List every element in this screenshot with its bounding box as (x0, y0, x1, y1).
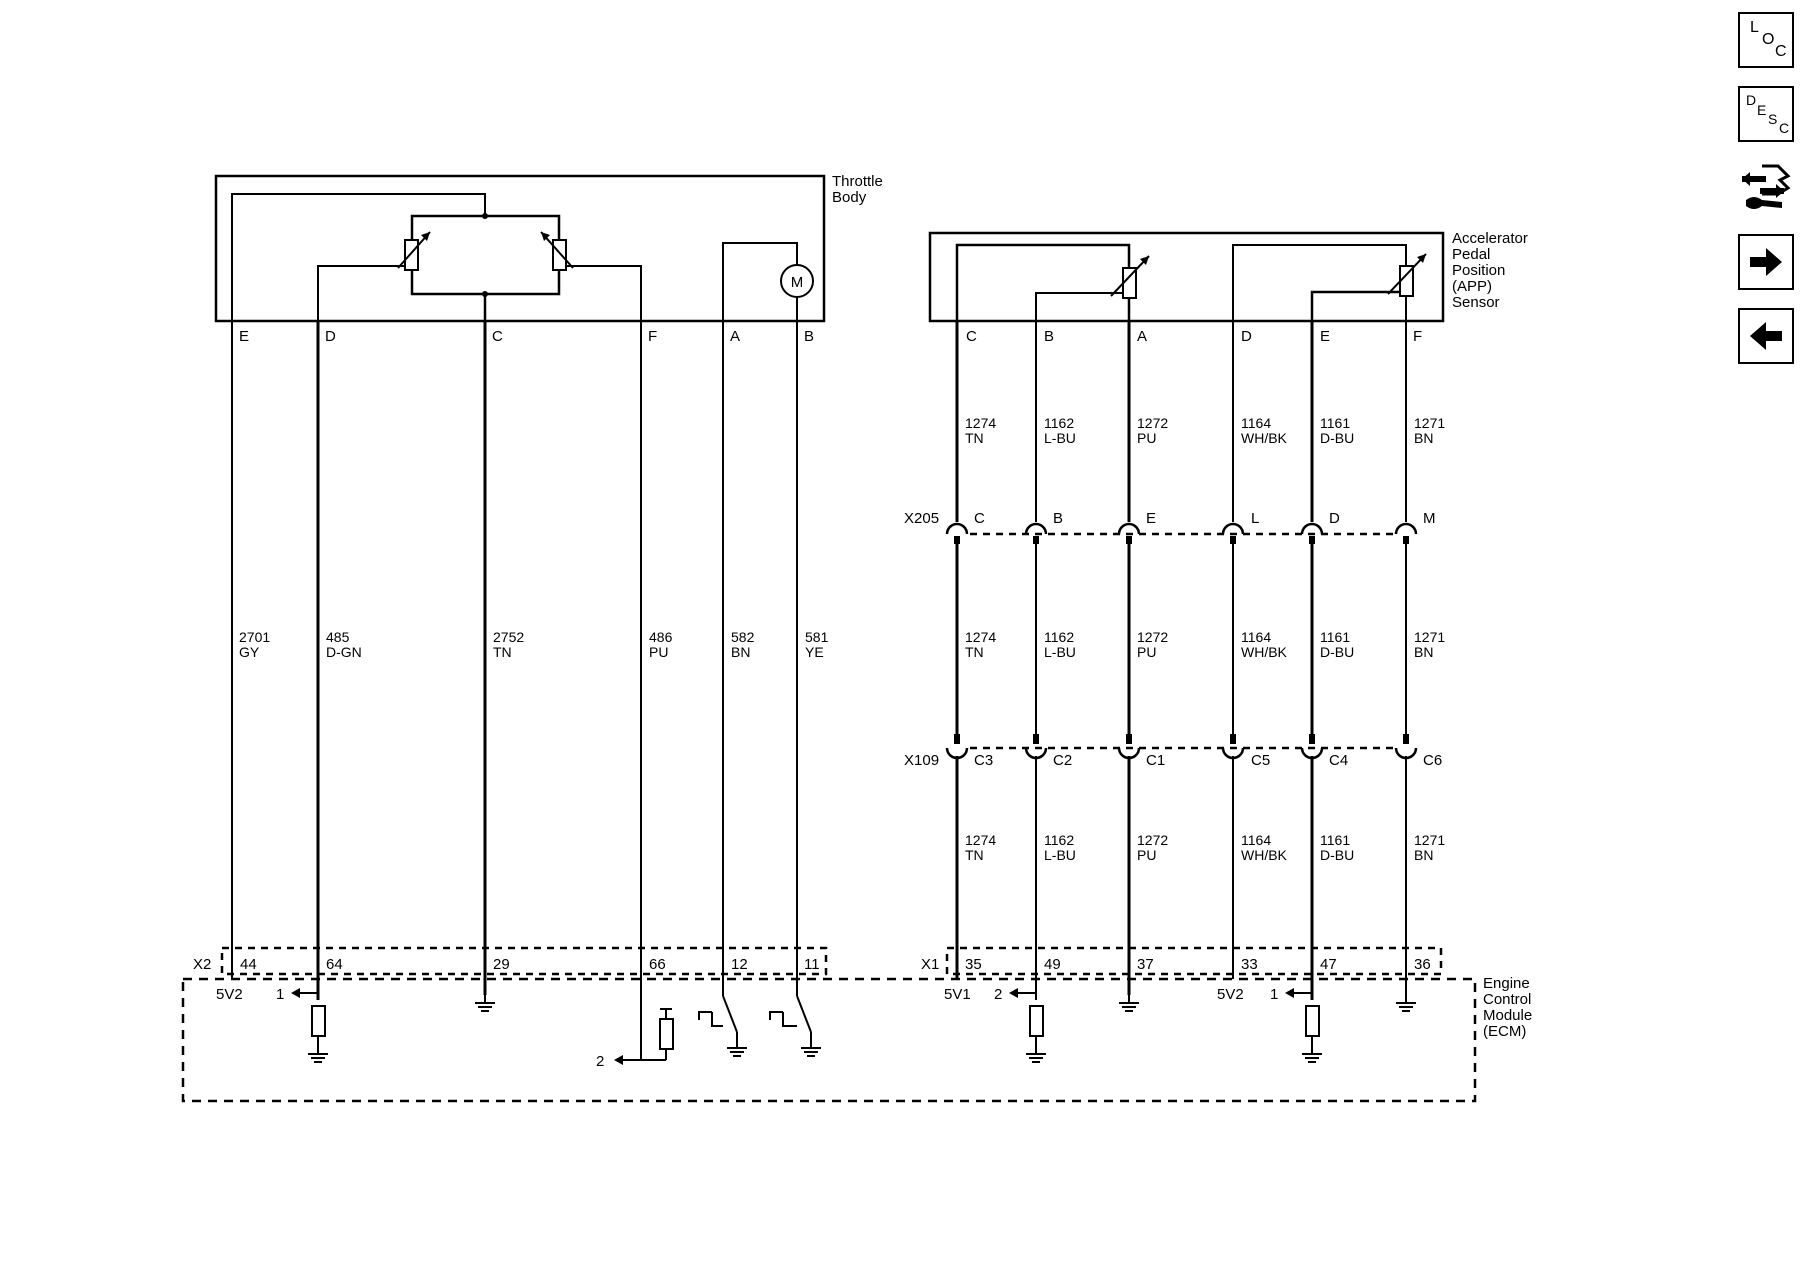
previous-page-button[interactable] (1738, 308, 1794, 364)
ecm-title: Engine Control Module (ECM) (1483, 975, 1536, 1040)
svg-text:5V1: 5V1 (944, 986, 971, 1003)
svg-text:33: 33 (1241, 956, 1258, 973)
svg-text:47: 47 (1320, 956, 1337, 973)
svg-text:X2: X2 (193, 956, 211, 973)
svg-text:C2: C2 (1053, 752, 1072, 769)
app-sensor: Accelerator Pedal Position (APP) Sensor (928, 230, 1532, 333)
connector-tool-icon (1742, 164, 1791, 209)
desc-button[interactable]: D E S C (1738, 86, 1794, 142)
svg-text:X1: X1 (921, 956, 939, 973)
app-sensor-title: Accelerator Pedal Position (APP) Sensor (1452, 230, 1532, 311)
svg-text:C: C (966, 328, 977, 345)
motor-label: M (791, 274, 804, 291)
svg-text:C: C (974, 510, 985, 527)
svg-text:F: F (648, 328, 657, 345)
svg-text:A: A (730, 328, 740, 345)
svg-text:X109: X109 (904, 752, 939, 769)
svg-text:36: 36 (1414, 956, 1431, 973)
svg-text:M: M (1423, 510, 1436, 527)
svg-text:29: 29 (493, 956, 510, 973)
app-wires (955, 321, 1407, 1000)
svg-text:C4: C4 (1329, 752, 1348, 769)
svg-text:1: 1 (276, 986, 284, 1003)
arrow-left-icon (1750, 322, 1782, 350)
ecm-module: Engine Control Module (ECM) 5V2 1 2 (181, 975, 1536, 1103)
svg-text:2: 2 (994, 986, 1002, 1003)
svg-text:2: 2 (596, 1053, 604, 1070)
app-pins: C B A D E F (966, 328, 1422, 345)
svg-text:C5: C5 (1251, 752, 1270, 769)
svg-text:E: E (1320, 328, 1330, 345)
svg-text:F: F (1413, 328, 1422, 345)
connector-x109: X109 C3 C2 C1 C5 C4 C6 (904, 734, 1442, 769)
svg-text:44: 44 (240, 956, 257, 973)
svg-text:64: 64 (326, 956, 343, 973)
svg-text:66: 66 (649, 956, 666, 973)
svg-text:D: D (1241, 328, 1252, 345)
svg-text:49: 49 (1044, 956, 1061, 973)
svg-text:A: A (1137, 328, 1147, 345)
svg-text:12: 12 (731, 956, 748, 973)
svg-text:37: 37 (1137, 956, 1154, 973)
throttle-body-title: Throttle Body (832, 173, 887, 206)
throttle-body: M Throttle Body (214, 173, 887, 333)
throttle-pins: E D C F A B (239, 328, 814, 345)
svg-text:C1: C1 (1146, 752, 1165, 769)
connector-tool-button[interactable] (1738, 158, 1794, 214)
svg-text:B: B (804, 328, 814, 345)
svg-text:X205: X205 (904, 510, 939, 527)
arrow-right-icon (1750, 248, 1782, 276)
connector-x205: X205 C B E L D M (904, 510, 1436, 544)
svg-text:1: 1 (1270, 986, 1278, 1003)
svg-text:C3: C3 (974, 752, 993, 769)
connector-x2: X2 44 64 29 66 12 11 (193, 946, 828, 976)
svg-text:D: D (325, 328, 336, 345)
svg-text:5V2: 5V2 (216, 986, 243, 1003)
connector-x1: X1 35 49 37 33 47 36 (921, 946, 1443, 976)
loc-button[interactable]: L O C (1738, 12, 1794, 68)
svg-text:11: 11 (804, 956, 820, 973)
svg-text:L: L (1251, 510, 1259, 527)
next-page-button[interactable] (1738, 234, 1794, 290)
svg-text:5V2: 5V2 (1217, 986, 1244, 1003)
svg-text:35: 35 (965, 956, 982, 973)
svg-text:E: E (1146, 510, 1156, 527)
throttle-wires (231, 321, 798, 1060)
svg-text:C: C (492, 328, 503, 345)
svg-text:C6: C6 (1423, 752, 1442, 769)
svg-text:B: B (1044, 328, 1054, 345)
svg-text:D: D (1329, 510, 1340, 527)
svg-text:E: E (239, 328, 249, 345)
svg-text:B: B (1053, 510, 1063, 527)
